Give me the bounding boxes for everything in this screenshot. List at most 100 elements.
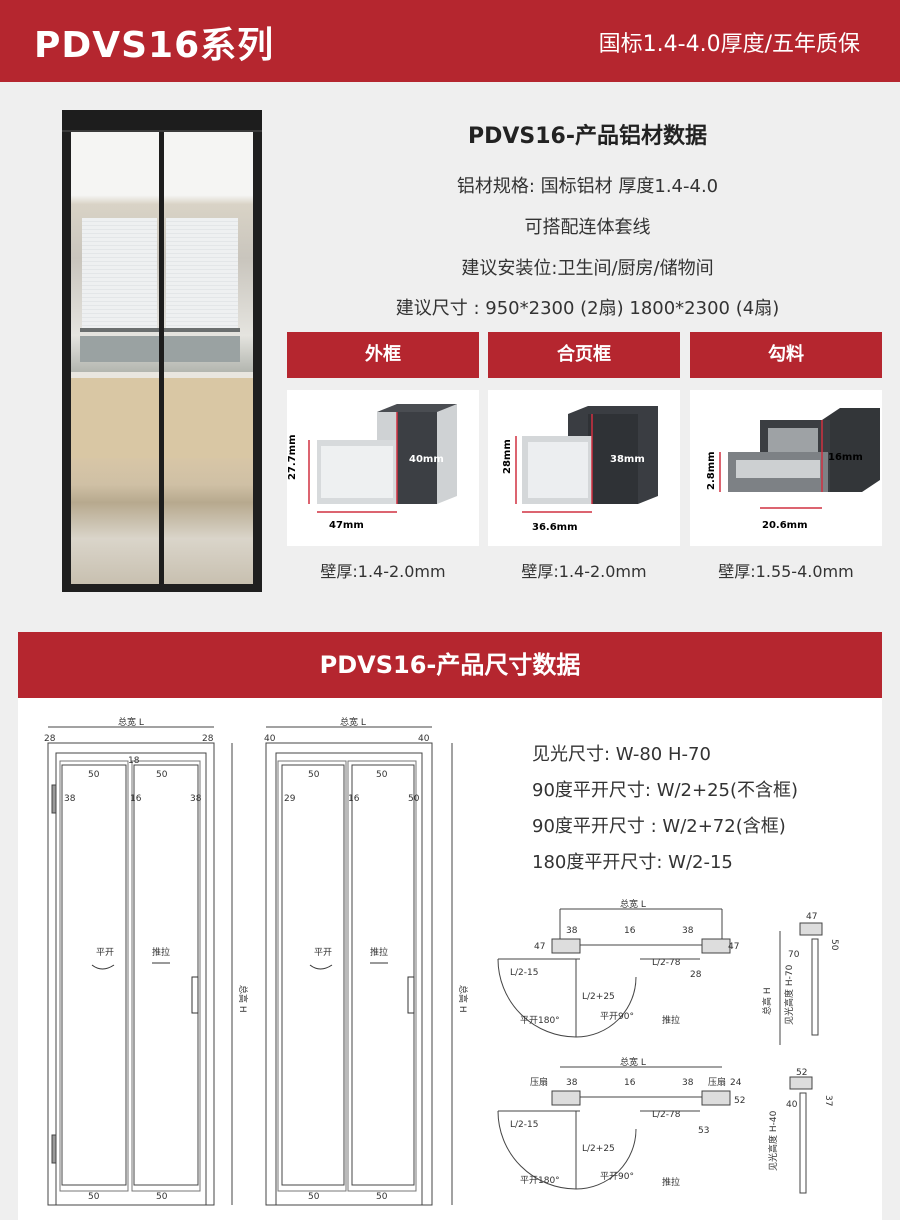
hook-dim-r: 16mm	[828, 452, 863, 463]
side2-h40: 见光高度 H-40	[767, 1110, 779, 1171]
side1-n70: 70	[788, 950, 800, 960]
plan1-l2-15: L/2-15	[510, 968, 538, 978]
plan1-l2-78: L/2-78	[652, 958, 681, 968]
d1-n50-d: 50	[156, 1192, 168, 1202]
plan1-n16: 16	[624, 926, 636, 936]
d1-n50-c: 50	[88, 1192, 100, 1202]
plan2-total-width: 总宽 L	[620, 1056, 646, 1068]
d2-total-height: 总高 H	[457, 985, 469, 1013]
plan1-l2-25: L/2+25	[582, 992, 615, 1002]
header-bar: PDVS16系列 国标1.4-4.0厚度/五年质保	[0, 0, 900, 82]
profile-card-hook: 2.8mm 20.6mm 16mm	[690, 390, 882, 546]
d2-n50-a: 50	[308, 770, 320, 780]
hook-dim-h: 20.6mm	[762, 520, 808, 531]
d2-right: 40	[418, 734, 430, 744]
aluminum-data-title: PDVS16-产品铝材数据	[467, 124, 707, 149]
plan2-push: 推拉	[662, 1176, 680, 1188]
size-data-panel	[18, 698, 882, 1220]
plan2-n52: 52	[734, 1096, 745, 1106]
info-line-trim: 可搭配连体套线	[524, 217, 651, 238]
plan2-n38a: 38	[566, 1078, 578, 1088]
window-blind-left	[82, 218, 157, 328]
d2-push: 推拉	[370, 946, 388, 958]
profile-label-outer-frame: 外框	[287, 332, 479, 378]
plan2-n24: 24	[730, 1078, 742, 1088]
door-photo	[62, 110, 262, 592]
series-title: PDVS16系列	[34, 25, 275, 66]
d1-top-mid: 18	[128, 756, 140, 766]
info-line-size: 建议尺寸 : 950*2300 (2扇) 1800*2300 (4扇)	[395, 298, 780, 319]
profile-label-hook: 勾料	[690, 332, 882, 378]
profile-card-outer-frame: 27.7mm 47mm 40mm	[287, 390, 479, 546]
d2-n50-c: 50	[308, 1192, 320, 1202]
d1-left: 28	[44, 734, 56, 744]
plan1-n28: 28	[690, 970, 702, 980]
side1-h70: 见光高度 H-70	[783, 964, 795, 1025]
d1-gap: 16	[130, 794, 142, 804]
window-blind-right	[166, 218, 238, 328]
side1-n47: 47	[806, 912, 817, 922]
info-line-spec: 铝材规格: 国标铝材 厚度1.4-4.0	[456, 176, 719, 197]
profile-label-hinge-frame: 合页框	[488, 332, 680, 378]
plan1-total-width: 总宽 L	[620, 898, 646, 910]
side1-total-h: 总高 H	[761, 987, 773, 1015]
d1-swing: 平开	[96, 947, 114, 958]
plan2-l2-25: L/2+25	[582, 1144, 615, 1154]
profile-card-hinge-frame: 28mm 36.6mm 38mm	[488, 390, 680, 546]
spec-180: 180度平开尺寸: W/2-15	[532, 852, 733, 873]
plan2-l2-15: L/2-15	[510, 1120, 538, 1130]
hinge-frame-thickness: 壁厚:1.4-2.0mm	[521, 562, 647, 581]
side1-n50: 50	[829, 939, 839, 951]
d2-swing: 平开	[314, 947, 332, 958]
plan1-swing90: 平开90°	[600, 1011, 634, 1022]
d1-total-height: 总高 H	[237, 985, 249, 1013]
hinge-frame-section: 28mm 36.6mm 38mm	[502, 406, 658, 533]
hinge-frame-dim-h: 36.6mm	[532, 522, 578, 533]
elevation-drawings: 总宽 L 28 28 18 38 16 38 50 50 50 50 平开 推拉…	[44, 716, 469, 1206]
series-subtitle: 国标1.4-4.0厚度/五年质保	[598, 32, 860, 57]
d1-total-width: 总宽 L	[118, 716, 144, 728]
outer-frame-thickness: 壁厚:1.4-2.0mm	[320, 562, 446, 581]
d2-total-width: 总宽 L	[340, 716, 366, 728]
outer-frame-section: 27.7mm 47mm 40mm	[287, 404, 457, 531]
side2-n37: 37	[823, 1095, 833, 1106]
outer-frame-dim-v: 27.7mm	[287, 434, 298, 480]
hinge-frame-dim-r: 38mm	[610, 454, 645, 465]
spec-90-with-frame: 90度平开尺寸 : W/2+72(含框)	[532, 816, 786, 837]
hook-dim-v: 2.8mm	[706, 451, 717, 490]
outer-frame-dim-r: 40mm	[409, 454, 444, 465]
plan2-swing180: 平开180°	[520, 1175, 560, 1186]
plan-drawings: 总宽 L 38 16 38 47 47 L/2-15 L/2-78 28 L/2…	[497, 898, 839, 1194]
plan2-n16: 16	[624, 1078, 636, 1088]
hinge-frame-dim-v: 28mm	[502, 439, 513, 474]
spec-90-no-frame: 90度平开尺寸: W/2+25(不含框)	[532, 780, 799, 801]
d2-left: 40	[264, 734, 276, 744]
d2-mid16: 16	[348, 794, 360, 804]
d1-r38: 38	[190, 794, 202, 804]
d1-n50-b: 50	[156, 770, 168, 780]
plan1-n38a: 38	[566, 926, 578, 936]
d2-l29: 29	[284, 794, 296, 804]
door-top-rail	[62, 110, 262, 132]
side2-n40: 40	[786, 1100, 798, 1110]
plan2-n38b: 38	[682, 1078, 694, 1088]
plan1-n47b: 47	[728, 942, 739, 952]
info-line-install: 建议安装位:卫生间/厨房/储物间	[461, 258, 714, 279]
plan2-swing90: 平开90°	[600, 1171, 634, 1182]
size-data-title: PDVS16-产品尺寸数据	[18, 632, 882, 698]
hook-thickness: 壁厚:1.55-4.0mm	[718, 562, 854, 581]
spec-visible-size: 见光尺寸: W-80 H-70	[532, 744, 711, 765]
hook-section: 2.8mm 20.6mm 16mm	[706, 408, 880, 531]
plan1-swing180: 平开180°	[520, 1015, 560, 1026]
plan2-l2-78: L/2-78	[652, 1110, 681, 1120]
d1-push: 推拉	[152, 946, 170, 958]
door-mid-stile	[159, 132, 164, 584]
d2-n50-d: 50	[376, 1192, 388, 1202]
d1-right: 28	[202, 734, 214, 744]
plan2-n53: 53	[698, 1126, 709, 1136]
plan2-press-r: 压扇	[708, 1076, 726, 1088]
side2-n52: 52	[796, 1068, 807, 1078]
d2-n50-b: 50	[376, 770, 388, 780]
plan1-push: 推拉	[662, 1014, 680, 1026]
d1-l38: 38	[64, 794, 76, 804]
